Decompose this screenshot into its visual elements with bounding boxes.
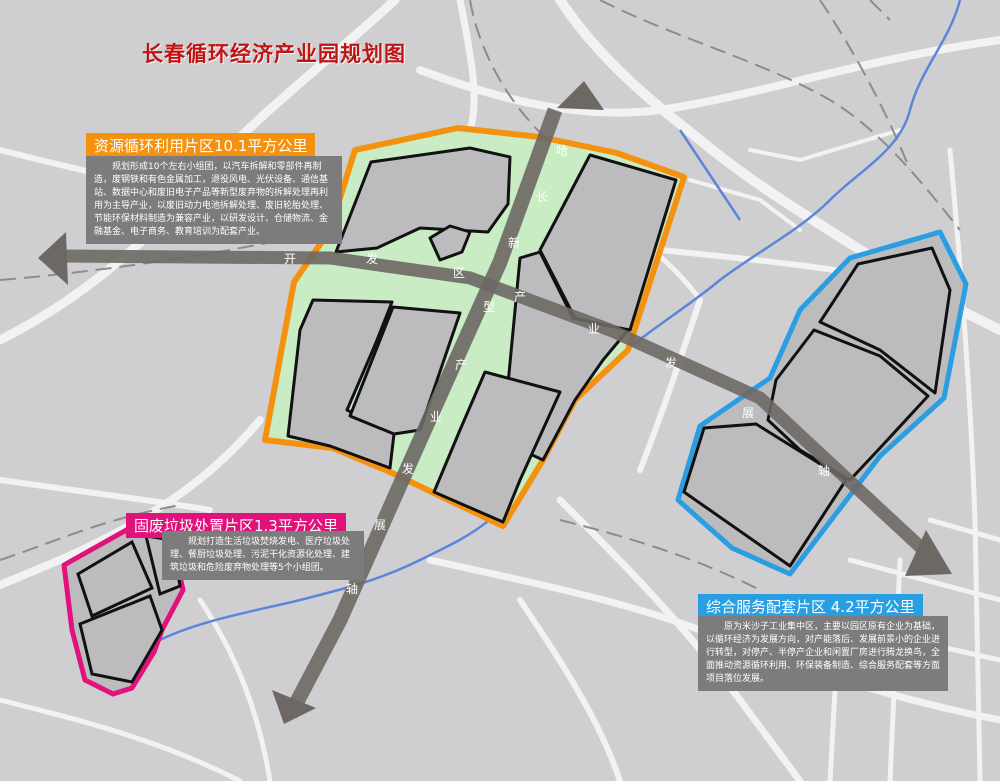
resource-zone-desc: 规划形成10个左右小组团，以汽车拆解和零部件再制造，废钢铁和有色金属加工，退役风… [86, 156, 342, 244]
axis-char: 轴 [818, 464, 831, 478]
axis-char: 产 [455, 358, 468, 372]
arrow-southeast [905, 530, 952, 576]
axis-char: 哈 [556, 144, 569, 158]
axis-char: 开 [284, 252, 297, 266]
arrow-north [557, 81, 604, 110]
service-zone-label: 综合服务配套片区 4.2平方公里 [698, 594, 923, 619]
axis-char: 长 [536, 190, 549, 204]
axis-char: 发 [366, 252, 379, 266]
arrow-southwest [272, 690, 316, 724]
development-axes [59, 107, 935, 719]
axis-char: 业 [588, 322, 601, 336]
axis-arrows [38, 81, 952, 724]
resource-zone-label: 资源循环利用片区10.1平方公里 [86, 133, 316, 158]
zone-waste[interactable] [61, 525, 186, 697]
axis-char: 发 [665, 356, 678, 370]
zone-service[interactable] [675, 229, 969, 577]
axis-char: 展 [374, 518, 387, 532]
axis-char: 轴 [346, 582, 359, 596]
axis-char: 型 [483, 300, 496, 314]
axis-char: 业 [430, 410, 443, 424]
map-title: 长春循环经济产业园规划图 [142, 42, 406, 66]
axis-char: 产 [514, 290, 527, 304]
axis-char: 新 [508, 236, 521, 250]
service-zone-desc: 原为米沙子工业集中区，主要以园区原有企业为基础，以循环经济为发展方向，对产能落后… [698, 616, 948, 691]
axis-char: 区 [453, 266, 466, 280]
axis-char: 展 [742, 406, 755, 420]
axis-char: 发 [402, 462, 415, 476]
waste-zone-desc: 规划打造生活垃圾焚烧发电、医疗垃圾处理、餐厨垃圾处理、污泥干化资源化处理、建筑垃… [162, 531, 364, 580]
arrow-west [38, 232, 68, 285]
